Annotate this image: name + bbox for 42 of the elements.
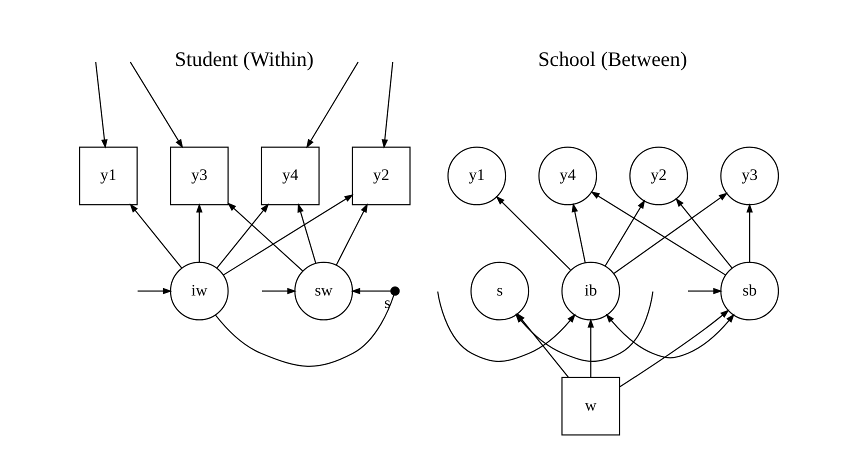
node-circle: ib: [561, 261, 620, 320]
arrow: [496, 195, 571, 270]
arrow: [138, 287, 172, 294]
arrow: [382, 62, 394, 148]
arrow: [223, 194, 354, 275]
arrow: [606, 313, 735, 358]
node-box: y3: [170, 146, 229, 205]
node-box: y2: [352, 146, 411, 205]
node-box: y1: [79, 146, 138, 205]
arrow: [675, 197, 733, 268]
arrow: [614, 192, 728, 274]
arrow: [572, 202, 586, 262]
arrow: [130, 61, 184, 148]
node-circle: y2: [629, 146, 688, 205]
arrow: [620, 309, 730, 387]
arrow: [298, 202, 316, 263]
node-circle: sw: [294, 261, 354, 320]
arrow: [746, 202, 753, 262]
node-box: y4: [260, 146, 320, 205]
node-box: w: [561, 376, 620, 436]
node-circle: y4: [538, 146, 598, 205]
label: School (Between): [538, 48, 688, 70]
arrow: [227, 202, 303, 271]
arrow: [437, 291, 576, 362]
connector: [214, 294, 394, 366]
node-circle: s: [470, 261, 530, 320]
arrow: [262, 287, 296, 294]
arrow: [216, 202, 270, 268]
arrow: [336, 202, 368, 265]
node-dot: [390, 286, 400, 296]
arrow: [350, 287, 391, 294]
arrow: [306, 61, 359, 148]
arrow: [688, 287, 722, 294]
arrow: [95, 62, 108, 148]
arrow: [590, 190, 726, 275]
node-circle: iw: [170, 261, 229, 320]
arrow: [604, 198, 646, 266]
node-circle: y3: [720, 146, 779, 205]
arrow: [588, 318, 594, 377]
arrow: [196, 202, 203, 262]
arrow: [130, 202, 182, 268]
label: Student (Within): [174, 48, 314, 70]
